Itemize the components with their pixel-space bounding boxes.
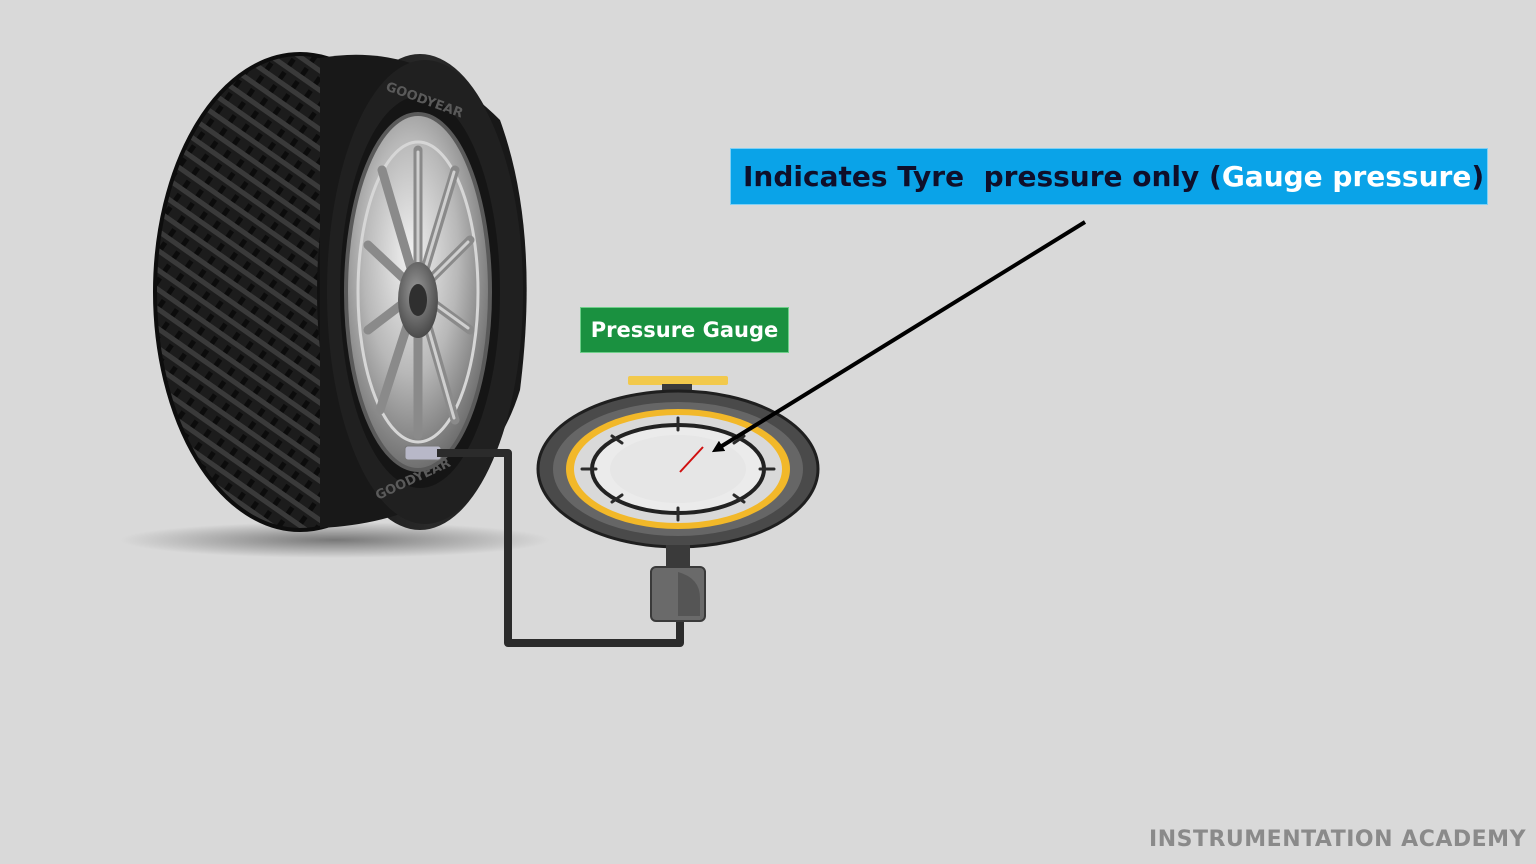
callout-text: Indicates Tyre pressure only ( [743,160,1222,193]
pressure-gauge-label: Pressure Gauge [580,307,789,353]
pointer-arrow [711,220,1087,453]
pressure-hose [437,449,684,647]
tyre-shadow [120,522,550,558]
gauge-needle [679,446,704,473]
tyre-icon: GOODYEAR GOODYEAR [153,52,527,532]
callout-suffix: ) [1471,160,1485,193]
callout-gauge-pressure: Indicates Tyre pressure only (Gauge pres… [730,148,1488,205]
watermark-branding: INSTRUMENTATION ACADEMY [1149,827,1526,852]
tyre-valve [404,445,442,461]
callout-highlight: Gauge pressure [1221,160,1472,193]
